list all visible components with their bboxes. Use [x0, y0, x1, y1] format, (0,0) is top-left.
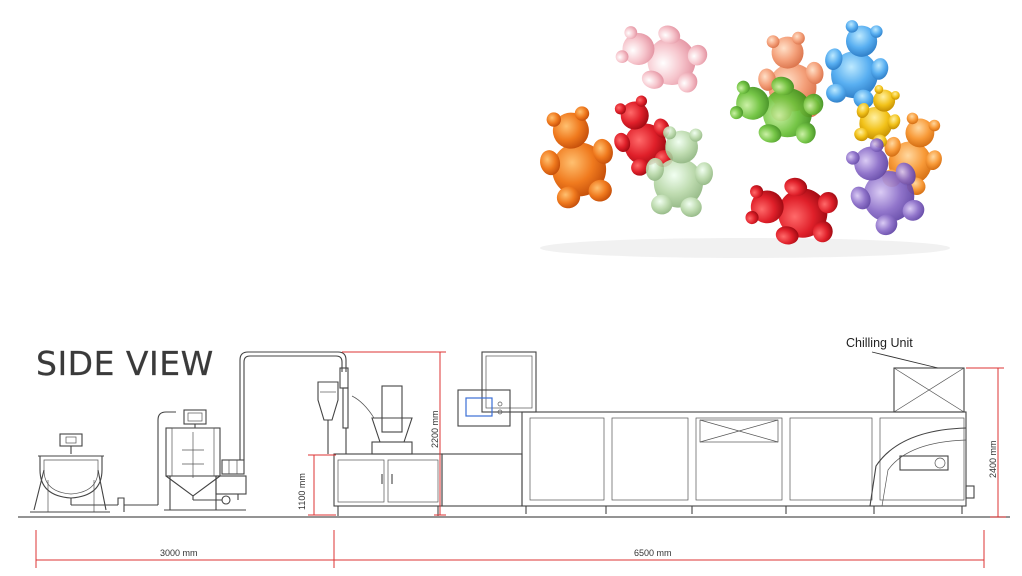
jacketed-cooking-kettle — [30, 433, 118, 513]
dimension-prep-length: 3000 mm — [35, 530, 335, 568]
chilling-unit: Chilling Unit — [846, 336, 965, 413]
chilling-unit-leader — [871, 351, 939, 369]
side-view-heading: SIDE VIEW — [36, 344, 214, 383]
syrup-transfer-pipe — [239, 351, 347, 460]
control-panel-box — [457, 389, 511, 427]
dimension-line-length: 6500 mm — [334, 530, 985, 568]
dimension-cooker-height-label: 1100 mm — [297, 473, 307, 510]
dimension-prep-length-label: 3000 mm — [160, 548, 198, 558]
depositor-machine — [317, 367, 443, 516]
control-panel-screen — [465, 397, 493, 417]
dimension-chiller-height-label: 2400 mm — [988, 440, 998, 478]
dimension-cooker-height: 1100 mm — [297, 454, 336, 516]
gummy-bear-pink — [609, 11, 713, 103]
cooling-conveyor-line — [441, 351, 975, 514]
chilling-unit-label: Chilling Unit — [846, 336, 913, 350]
dimension-line-length-label: 6500 mm — [634, 548, 672, 558]
dimension-chiller-height: 2400 mm — [966, 367, 1006, 518]
gummy-bear-orange — [530, 101, 623, 213]
dimension-depositor-height-label: 2200 mm — [430, 410, 440, 448]
dimension-depositor-height: 2200 mm — [342, 351, 446, 516]
mixing-tank — [117, 409, 247, 512]
gummy-bears-photo — [530, 11, 954, 258]
